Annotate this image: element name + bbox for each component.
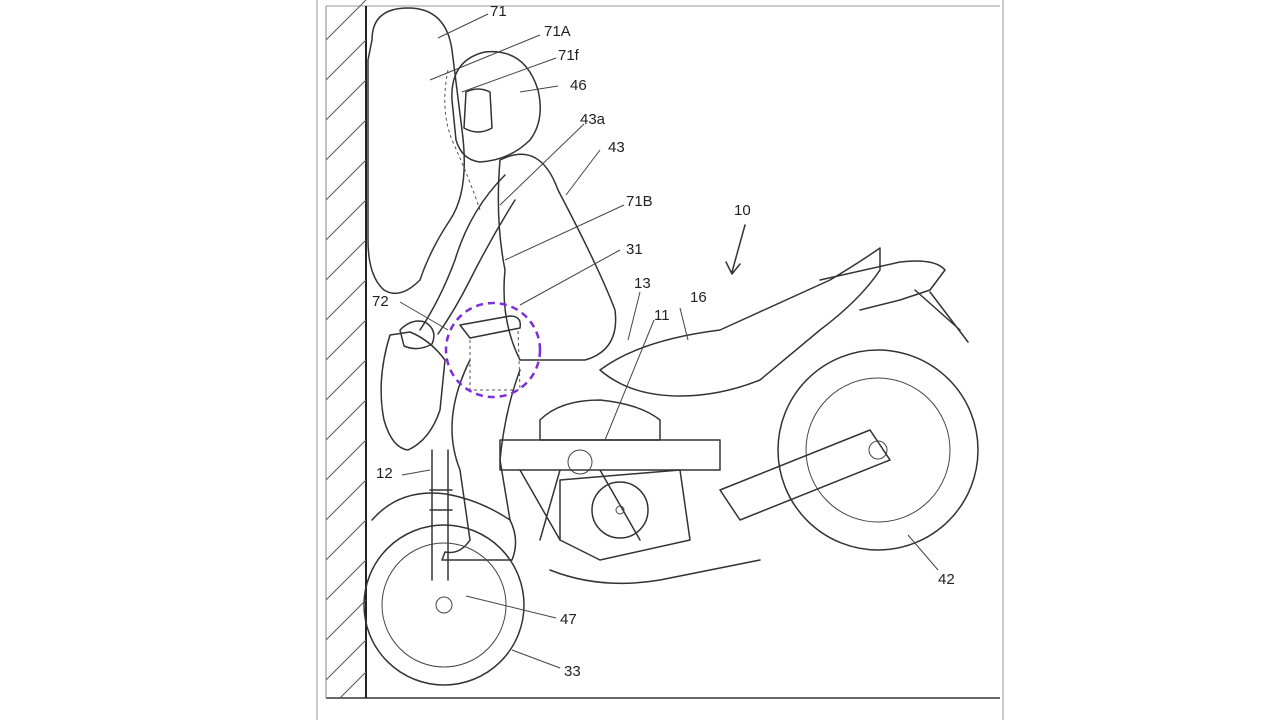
front-rim xyxy=(381,542,507,668)
label-43a: 43a xyxy=(580,111,606,128)
front-fender xyxy=(371,492,511,521)
label-10: 10 xyxy=(734,202,751,219)
rider-arm xyxy=(419,174,516,335)
engine-block xyxy=(559,469,691,561)
airbag-71 xyxy=(367,7,466,295)
label-43: 43 xyxy=(608,139,625,156)
engine-cover xyxy=(567,449,593,475)
label-71B: 71B xyxy=(626,193,653,210)
airbag-inner-71f xyxy=(444,69,481,211)
rear-wheel-42 xyxy=(777,349,979,551)
airbag-folded-71B xyxy=(469,329,521,391)
swingarm xyxy=(719,429,891,521)
rear-light xyxy=(914,289,969,343)
label-72: 72 xyxy=(372,293,389,310)
front-cowl xyxy=(380,331,446,451)
arrow-10 xyxy=(725,224,746,275)
tail-section xyxy=(819,260,946,311)
rider-hand xyxy=(399,320,435,350)
engine-center xyxy=(615,505,625,515)
label-31: 31 xyxy=(626,241,643,258)
label-71f: 71f xyxy=(558,47,580,64)
diagram-panel xyxy=(316,0,1004,720)
wall-hatching xyxy=(325,0,367,699)
label-13: 13 xyxy=(634,275,651,292)
leader-lines xyxy=(399,13,939,669)
seat-16 xyxy=(599,247,881,397)
rear-rim xyxy=(805,377,951,523)
helmet-46 xyxy=(451,50,541,163)
label-42: 42 xyxy=(938,571,955,588)
front-hub xyxy=(435,596,453,614)
fuel-tank-13 xyxy=(539,399,661,441)
label-46: 46 xyxy=(570,77,587,94)
label-33: 33 xyxy=(564,663,581,680)
label-47: 47 xyxy=(560,611,577,628)
engine-crankcase xyxy=(591,481,649,539)
handlebar-module-31 xyxy=(459,315,522,339)
helmet-visor xyxy=(463,88,493,133)
label-16: 16 xyxy=(690,289,707,306)
front-wheel-33 xyxy=(363,524,525,686)
front-fork-12 xyxy=(429,449,453,581)
highlight-circle xyxy=(444,301,542,399)
rider-torso-43 xyxy=(497,153,617,361)
label-71: 71 xyxy=(490,3,507,20)
rear-hub xyxy=(868,440,888,460)
label-11: 11 xyxy=(654,307,670,324)
label-71A: 71A xyxy=(544,23,571,40)
rider-leg xyxy=(441,359,521,561)
frame-11 xyxy=(499,439,721,541)
label-12: 12 xyxy=(376,465,393,482)
exhaust xyxy=(549,559,761,585)
